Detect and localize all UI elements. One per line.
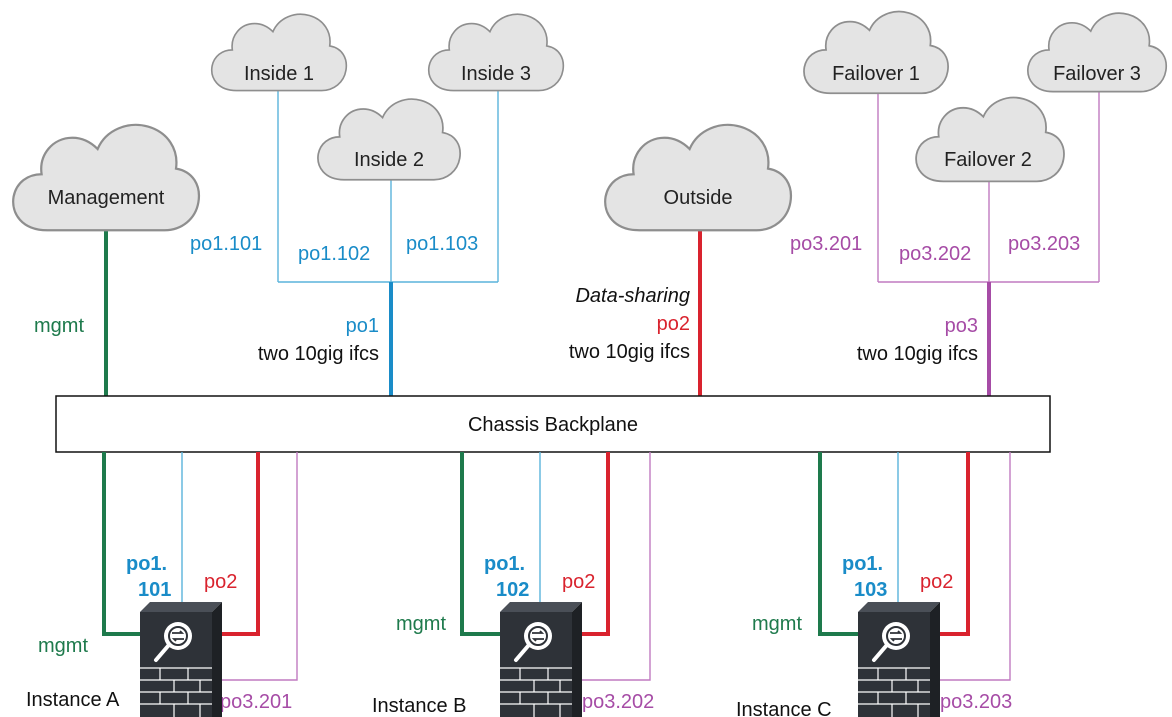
instance-a: mgmt po1. 101 po2 po3.201 Instance A — [26, 452, 298, 717]
label-po3-203: po3.203 — [1008, 233, 1080, 255]
instance-a-mgmt-label: mgmt — [38, 635, 88, 657]
label-po3: po3 — [945, 315, 978, 337]
cloud-failover-1-label: Failover 1 — [832, 63, 920, 85]
cloud-inside-1: Inside 1 — [210, 13, 348, 92]
instance-a-name: Instance A — [26, 689, 120, 711]
instance-a-po1-label-bottom: 101 — [138, 579, 171, 601]
cloud-failover-1: Failover 1 — [803, 10, 949, 95]
cloud-inside-2: Inside 2 — [317, 98, 462, 181]
instance-c-name: Instance C — [736, 699, 832, 717]
chassis-backplane-label: Chassis Backplane — [468, 414, 638, 436]
instance-a-po1-label-top: po1. — [126, 553, 167, 575]
firewall-device-icon — [140, 602, 222, 717]
cloud-outside-label: Outside — [664, 187, 733, 209]
label-po2-ifcs: two 10gig ifcs — [569, 341, 690, 363]
instance-a-po3-label: po3.201 — [220, 691, 292, 713]
cloud-management-label: Management — [48, 187, 165, 209]
instance-b-mgmt-label: mgmt — [396, 613, 446, 635]
instance-c-po2-label: po2 — [920, 571, 953, 593]
instance-c-po3-line — [926, 452, 1011, 681]
label-po3-ifcs: two 10gig ifcs — [857, 343, 978, 365]
cloud-inside-3-label: Inside 3 — [461, 63, 531, 85]
cloud-inside-3: Inside 3 — [427, 13, 565, 92]
label-po1-103: po1.103 — [406, 233, 478, 255]
cloud-outside: Outside — [603, 123, 793, 232]
chassis-backplane: Chassis Backplane — [55, 395, 1051, 453]
instance-c-po3-label: po3.203 — [940, 691, 1012, 713]
label-po1-102: po1.102 — [298, 243, 370, 265]
inside-links — [277, 90, 499, 283]
instance-c-po1-label-top: po1. — [842, 553, 883, 575]
cloud-failover-3-label: Failover 3 — [1053, 63, 1141, 85]
firewall-device-icon — [858, 602, 940, 717]
instance-b-name: Instance B — [372, 695, 467, 717]
cloud-failover-2-label: Failover 2 — [944, 149, 1032, 171]
label-po2: po2 — [657, 313, 690, 335]
instance-a-po2-label: po2 — [204, 571, 237, 593]
cloud-failover-2: Failover 2 — [915, 96, 1065, 183]
label-po3-202: po3.202 — [899, 243, 971, 265]
instance-b-po1-label-bottom: 102 — [496, 579, 529, 601]
instance-a-mgmt-line — [102, 452, 150, 636]
label-po1-101: po1.101 — [190, 233, 262, 255]
instance-c: mgmt po1. 103 po2 po3.203 Instance C — [736, 452, 1012, 717]
firewall-device-icon — [500, 602, 582, 717]
instance-b-po3-line — [566, 452, 651, 681]
label-po1-ifcs: two 10gig ifcs — [258, 343, 379, 365]
instance-c-mgmt-label: mgmt — [752, 613, 802, 635]
instance-b-po2-label: po2 — [562, 571, 595, 593]
label-mgmt-top: mgmt — [34, 315, 84, 337]
instance-c-po1-label-bottom: 103 — [854, 579, 887, 601]
cloud-inside-2-label: Inside 2 — [354, 149, 424, 171]
instance-b-po3-label: po3.202 — [582, 691, 654, 713]
label-data-sharing: Data-sharing — [575, 285, 690, 307]
label-po1: po1 — [346, 315, 379, 337]
cloud-inside-1-label: Inside 1 — [244, 63, 314, 85]
instance-c-mgmt-line — [818, 452, 868, 636]
instance-a-po2-line — [206, 452, 260, 636]
cloud-management: Management — [12, 123, 201, 232]
instance-b-mgmt-line — [460, 452, 510, 636]
label-po3-201: po3.201 — [790, 233, 862, 255]
instance-b-po1-label-top: po1. — [484, 553, 525, 575]
instance-a-po3-line — [206, 452, 298, 681]
cloud-failover-3: Failover 3 — [1026, 12, 1168, 93]
instance-b: mgmt po1. 102 po2 po3.202 Instance B — [372, 452, 654, 717]
